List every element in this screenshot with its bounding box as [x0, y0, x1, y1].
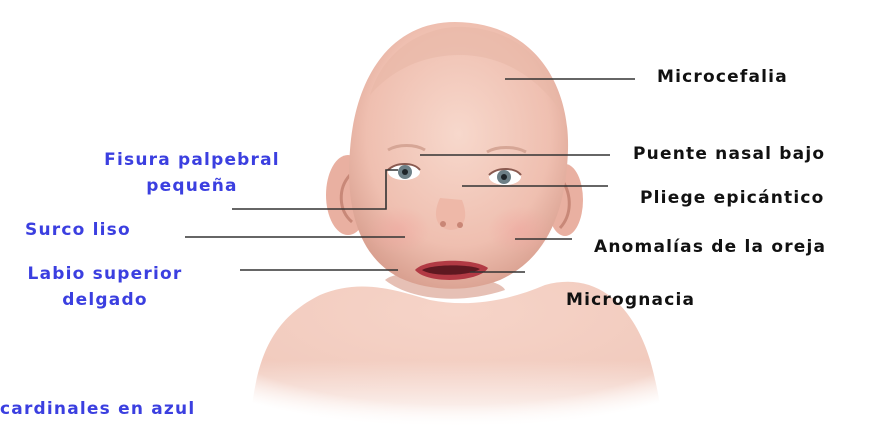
label-puente-nasal: Puente nasal bajo	[633, 141, 825, 167]
label-fisura-palpebral: Fisura palpebral pequeña	[82, 147, 302, 199]
right-pupil	[501, 174, 507, 180]
left-pupil	[402, 169, 408, 175]
label-micrognacia: Micrognacia	[566, 287, 695, 313]
label-labio-line1: Labio superior	[10, 261, 200, 287]
label-labio-superior: Labio superior delgado	[10, 261, 200, 313]
legend-text: cardinales en azul	[0, 396, 195, 422]
right-nostril	[457, 222, 463, 228]
left-cheek	[366, 206, 430, 254]
torso-fade	[240, 360, 680, 428]
label-microcefalia: Microcefalia	[657, 64, 788, 90]
label-labio-line2: delgado	[10, 287, 200, 313]
label-fisura-line1: Fisura palpebral	[82, 147, 302, 173]
right-cheek	[488, 206, 552, 254]
label-pliege-epicantico: Pliege epicántico	[640, 185, 825, 211]
label-fisura-line2: pequeña	[82, 173, 302, 199]
label-anomalias-oreja: Anomalías de la oreja	[594, 234, 826, 260]
label-surco-liso: Surco liso	[25, 217, 131, 243]
left-nostril	[440, 221, 446, 227]
